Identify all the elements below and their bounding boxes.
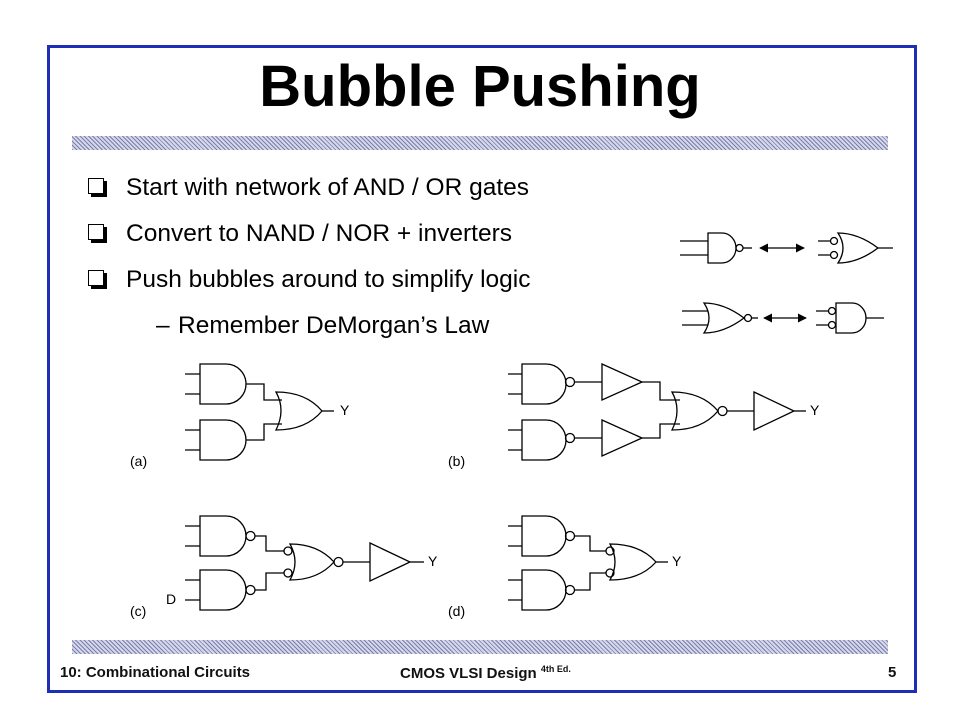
footer-page-number: 5	[888, 664, 897, 681]
sub-bullet: –Remember DeMorgan’s Law	[156, 312, 490, 339]
slide-frame	[47, 45, 917, 693]
diagram-label-c: (c)	[130, 603, 146, 619]
bullet-list: Start with network of AND / OR gates Con…	[88, 168, 530, 306]
checkbox-bullet-icon	[88, 224, 104, 240]
diagram-label-b: (b)	[448, 453, 465, 469]
bullet-item: Start with network of AND / OR gates	[88, 168, 530, 214]
checkbox-bullet-icon	[88, 270, 104, 286]
diagram-a	[185, 363, 334, 461]
checkbox-bullet-icon	[88, 178, 104, 194]
slide-title: Bubble Pushing	[259, 54, 701, 119]
bullet-item: Push bubbles around to simplify logic	[88, 260, 530, 306]
diagram-d	[508, 515, 668, 611]
output-label-d: Y	[672, 553, 682, 569]
output-label-c: Y	[428, 553, 438, 569]
diagram-c	[185, 515, 424, 611]
output-label-a: Y	[340, 402, 350, 418]
diagram-label-a: (a)	[130, 453, 147, 469]
footer-course: CMOS VLSI Design 4th Ed.	[400, 664, 571, 682]
diagram-b	[508, 362, 806, 461]
footer-divider	[72, 640, 888, 654]
output-label-b: Y	[810, 402, 820, 418]
demorgan-nor-equivalence	[682, 302, 884, 334]
footer-chapter: 10: Combinational Circuits	[60, 664, 251, 681]
input-label-d: D	[166, 591, 176, 607]
title-divider	[72, 136, 888, 150]
bullet-item: Convert to NAND / NOR + inverters	[88, 214, 530, 260]
diagram-label-d: (d)	[448, 603, 465, 619]
demorgan-nand-equivalence	[680, 232, 893, 264]
